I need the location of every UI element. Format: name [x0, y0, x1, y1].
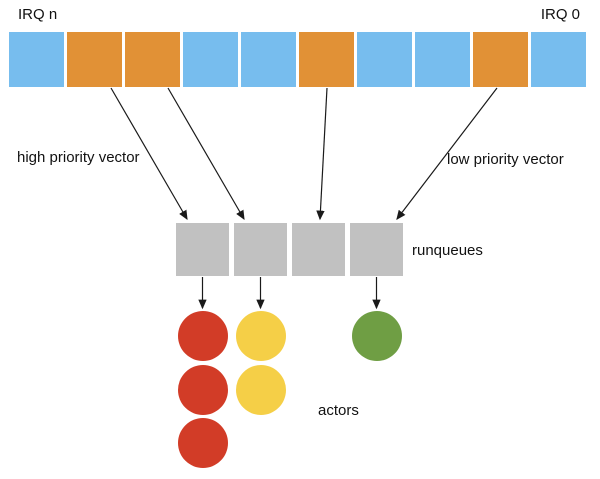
runqueue-row: [176, 223, 403, 276]
actors-label: actors: [318, 402, 359, 419]
irq-cell-7-blue: [415, 32, 470, 87]
irq-cell-9-blue: [531, 32, 586, 87]
actor-circle-red-0: [177, 311, 228, 361]
irq-cell-8-orange: [473, 32, 528, 87]
actor-circle-green-0: [351, 311, 402, 361]
actor-circle-red-1: [177, 364, 228, 415]
irq-0-label: IRQ 0: [540, 6, 580, 23]
low-priority-vector-label: low priority vector: [447, 151, 564, 168]
runqueue-cell-3: [350, 223, 403, 276]
actor-circle-red-2: [177, 418, 228, 468]
irq-cell-0-blue: [9, 32, 64, 87]
runqueue-cell-2: [292, 223, 345, 276]
irq-cell-6-blue: [357, 32, 412, 87]
irq-cell-1-orange: [67, 32, 122, 87]
irq-cell-2-orange: [125, 32, 180, 87]
runqueue-cell-0: [176, 223, 229, 276]
runqueue-cell-1: [234, 223, 287, 276]
vector-arrow-low-2: [316, 87, 328, 221]
actor-circle-yellow-0: [235, 311, 286, 361]
vector-arrow-high-1: [167, 87, 245, 221]
irq-n-label: IRQ n: [18, 6, 58, 23]
irq-cell-4-blue: [241, 32, 296, 87]
runqueues-label: runqueues: [412, 242, 483, 259]
irq-vector-row: [9, 32, 586, 87]
actor-circle-yellow-1: [235, 364, 286, 415]
irq-cell-5-orange: [299, 32, 354, 87]
irq-cell-3-blue: [183, 32, 238, 87]
high-priority-vector-label: high priority vector: [17, 149, 140, 166]
